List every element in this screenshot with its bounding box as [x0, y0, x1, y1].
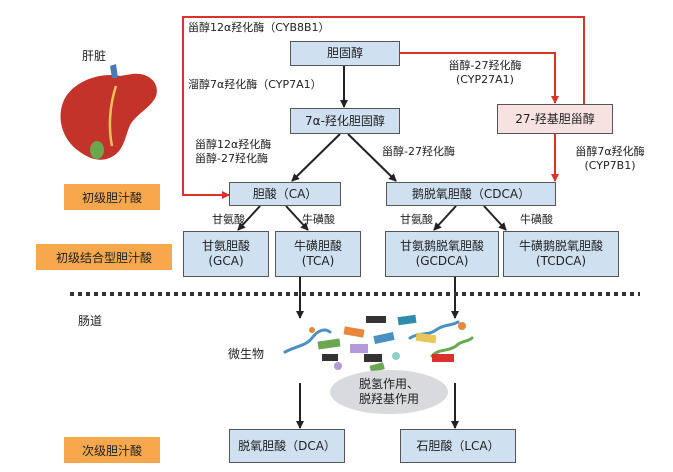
glycine-right-label: 甘氨酸 — [400, 213, 433, 226]
cholesterol-box: 胆固醇 — [290, 41, 400, 66]
gcdca-box: 甘氨鹅脱氧胆酸 (GCDCA) — [385, 231, 499, 277]
gca-abbr: (GCA) — [208, 254, 244, 268]
arrow-ca-to-gca — [237, 205, 261, 231]
primary-bile-acid-tag: 初级胆汁酸 — [64, 184, 160, 210]
ca-box: 胆酸（CA） — [229, 182, 341, 206]
hydroxy-27-cholesterol-box: 27-羟基胆甾醇 — [497, 104, 613, 134]
cdca-box: 鹅脱氧胆酸（CDCA） — [386, 182, 556, 206]
enzyme-cyp7b1-label: 甾醇7α羟化酶 (CYP7B1) — [560, 145, 660, 173]
liver-label: 肝脏 — [82, 49, 107, 63]
microbes-illustration — [283, 314, 474, 373]
gca-name: 甘氨胆酸 — [201, 239, 250, 253]
taurine-right-label: 牛磺酸 — [520, 213, 553, 226]
red-cyp27a1-arrow — [400, 52, 559, 104]
hydroxy-7a-cholesterol-box: 7α-羟化胆固醇 — [290, 108, 400, 134]
taurine-left-label: 牛磺酸 — [302, 213, 335, 226]
enzyme-cyb8b1-label: 甾醇12α羟化酶（CYB8B1） — [188, 21, 330, 34]
lca-box: 石胆酸（LCA） — [400, 429, 516, 463]
enzyme-cyp27a1-label: 甾醇-27羟化酶 (CYP27A1) — [430, 59, 540, 87]
process-dehydrogenation: 脱氢作用、 — [358, 377, 419, 391]
dca-box: 脱氧胆酸（DCA） — [229, 429, 345, 463]
liver-illustration — [60, 64, 157, 160]
tca-name: 牛磺胆酸 — [293, 239, 342, 253]
gcdca-name: 甘氨鹅脱氧胆酸 — [399, 239, 484, 253]
enzyme-cyp27a1-abbr: (CYP27A1) — [456, 73, 514, 86]
enzyme-cdca-step-label: 甾醇-27羟化酶 — [382, 145, 455, 158]
gca-box: 甘氨胆酸 (GCA) — [183, 231, 269, 277]
tcdca-abbr: (TCDCA) — [535, 254, 587, 268]
enzyme-cyp7b1-name: 甾醇7α羟化酶 — [575, 145, 645, 158]
tcdca-name: 牛磺鹅脱氧胆酸 — [518, 239, 603, 253]
tcdca-box: 牛磺鹅脱氧胆酸 (TCDCA) — [503, 231, 619, 277]
primary-conjugated-bile-acid-tag: 初级结合型胆汁酸 — [36, 244, 172, 270]
tca-box: 牛磺胆酸 (TCA) — [275, 231, 361, 277]
glycine-left-label: 甘氨酸 — [212, 213, 245, 226]
intestine-label: 肠道 — [78, 314, 103, 328]
secondary-bile-acid-tag: 次级胆汁酸 — [64, 437, 160, 463]
arrow-7a-to-cdca — [347, 133, 397, 182]
enzyme-cyp7b1-abbr: (CYP7B1) — [584, 159, 636, 172]
arrow-7a-to-ca — [291, 133, 341, 182]
enzyme-cyp27a1-name: 甾醇-27羟化酶 — [448, 59, 522, 72]
enzyme-ca-step-2: 甾醇-27羟化酶 — [195, 152, 268, 165]
process-dehydroxylation: 脱羟基作用 — [358, 392, 419, 406]
tca-abbr: (TCA) — [301, 254, 335, 268]
arrow-cdca-to-tcdca — [483, 205, 507, 231]
enzyme-ca-step-1: 甾醇12α羟化酶 — [195, 138, 272, 151]
microbial-process-ellipse: 脱氢作用、 脱羟基作用 — [330, 370, 448, 414]
arrow-cdca-to-gcdca — [433, 205, 457, 231]
microbes-label: 微生物 — [228, 347, 265, 361]
gcdca-abbr: (GCDCA) — [415, 254, 469, 268]
enzyme-cyp7a1-label: 溜醇7α羟化酶（CYP7A1） — [188, 78, 322, 91]
arrow-ca-to-tca — [285, 205, 309, 231]
enzyme-ca-step-label: 甾醇12α羟化酶 甾醇-27羟化酶 — [195, 138, 271, 166]
